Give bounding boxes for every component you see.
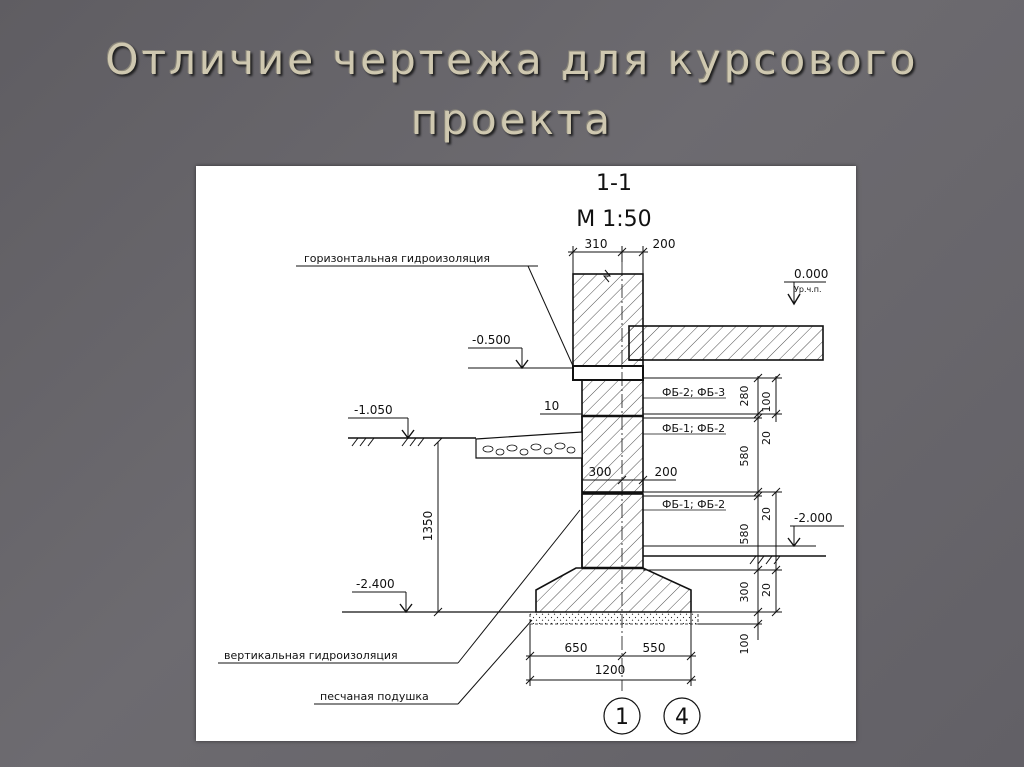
- footing-slab: [535, 567, 692, 613]
- blind-area: [475, 431, 583, 459]
- drawing-panel: 1-1 М 1:50 310 200 0.000 Ур.ч.п.: [196, 166, 856, 741]
- block-fb1-fb2-lower: [581, 493, 644, 569]
- horizontal-waterproofing-band: [572, 365, 644, 381]
- dim-300-vertical: 300: [738, 582, 751, 603]
- block-label-fb1-fb2-lower: ФБ-1; ФБ-2: [662, 498, 725, 511]
- block-label-fb2-fb3: ФБ-2; ФБ-3: [662, 386, 725, 399]
- gravel-fill: [482, 442, 576, 456]
- dim-100-bottom: 100: [738, 634, 751, 655]
- dim-200-top: 200: [653, 237, 676, 251]
- dim-1200: 1200: [595, 663, 626, 677]
- level-1050-label: -1.050: [354, 403, 393, 417]
- dim-650: 650: [565, 641, 588, 655]
- dim-580-a: 580: [738, 446, 751, 467]
- level-2000-label: -2.000: [794, 511, 833, 525]
- base-dimension-lines: [525, 612, 696, 686]
- vertical-dimension-chain: [643, 373, 782, 640]
- axis-marker-1: [603, 697, 641, 735]
- ground-hatch-right: [749, 555, 781, 565]
- slide-title-line-1: Отличие чертежа для курсового: [105, 35, 919, 84]
- foundation-section-drawing: 1-1 М 1:50 310 200 0.000 Ур.ч.п.: [218, 171, 844, 735]
- floor-level-note: Ур.ч.п.: [794, 285, 822, 294]
- dim-20-c: 20: [760, 583, 773, 597]
- ground-hatch-left: [351, 437, 425, 447]
- slide-title: Отличие чертежа для курсового проекта: [0, 30, 1024, 150]
- axis-marker-4: [663, 697, 701, 735]
- dim-100-top: 100: [760, 392, 773, 413]
- dim-550: 550: [643, 641, 666, 655]
- axis-label-1: 1: [615, 705, 629, 730]
- top-dimension-line: [568, 246, 648, 274]
- block-fb2-fb3: [581, 379, 644, 417]
- level-zero-label: 0.000: [794, 267, 828, 281]
- label-sand-cushion: песчаная подушка: [320, 690, 429, 703]
- dim-300-mid: 300: [589, 465, 612, 479]
- dim-20-b: 20: [760, 507, 773, 521]
- block-label-fb1-fb2-upper: ФБ-1; ФБ-2: [662, 422, 725, 435]
- level-2400-label: -2.400: [356, 577, 395, 591]
- dim-10-label: 10: [544, 399, 559, 413]
- dim-580-b: 580: [738, 524, 751, 545]
- section-label: 1-1: [596, 171, 632, 196]
- floor-slab: [628, 325, 824, 361]
- dim-310: 310: [585, 237, 608, 251]
- slide-title-line-2: проекта: [410, 95, 614, 144]
- label-vertical-waterproofing: вертикальная гидроизоляция: [224, 649, 398, 662]
- scale-label: М 1:50: [576, 207, 651, 232]
- dim-1350-label: 1350: [421, 511, 435, 542]
- dim-20-a: 20: [760, 431, 773, 445]
- dim-280: 280: [738, 386, 751, 407]
- wall-break-mark: [602, 269, 612, 283]
- dim-200-mid: 200: [655, 465, 678, 479]
- level-0500-label: -0.500: [472, 333, 511, 347]
- label-horizontal-waterproofing: горизонтальная гидроизоляция: [304, 252, 490, 265]
- axis-label-4: 4: [675, 705, 689, 730]
- block-fb1-fb2-upper: [581, 415, 644, 493]
- sand-cushion: [529, 611, 699, 625]
